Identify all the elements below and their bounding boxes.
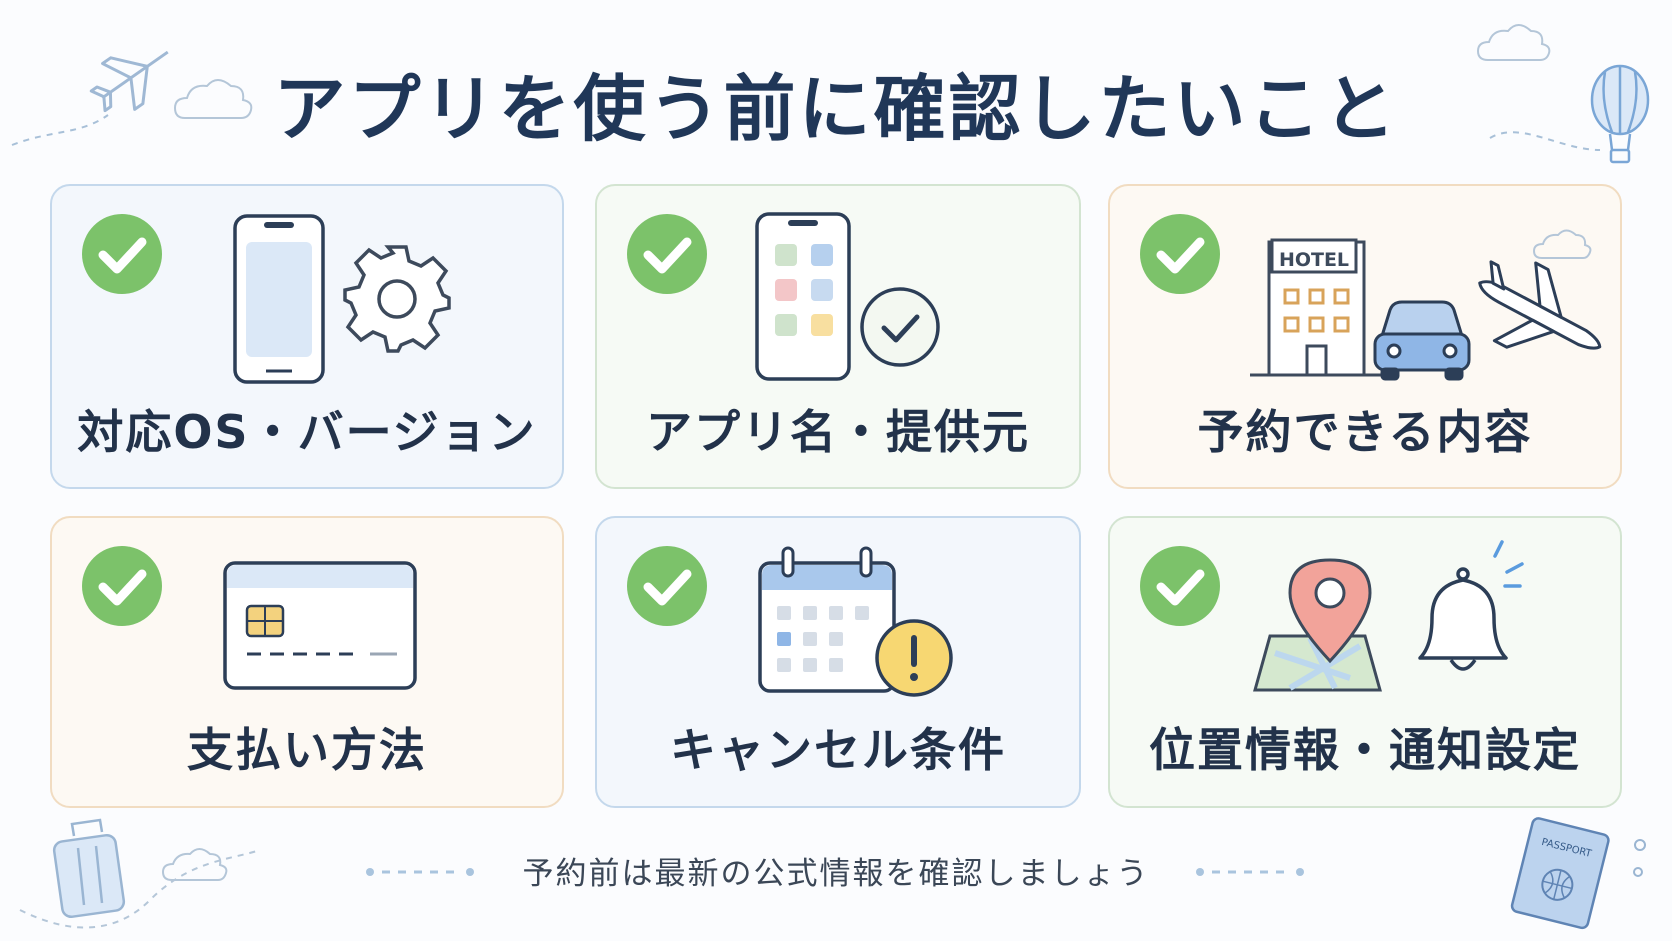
card-label: 位置情報・通知設定 bbox=[1149, 723, 1581, 777]
bell-icon bbox=[1418, 540, 1524, 671]
car-icon bbox=[1373, 300, 1471, 381]
credit-card-icon bbox=[223, 561, 417, 690]
flight-trail-deco bbox=[1489, 131, 1601, 151]
passport-deco-icon: PASSPORT bbox=[1510, 817, 1610, 930]
airplane-deco-icon bbox=[89, 50, 169, 113]
hotel-icon: HOTEL bbox=[1250, 238, 1383, 377]
airplane-icon bbox=[1478, 260, 1602, 350]
card-app-provider-illustration bbox=[627, 212, 940, 381]
card-os-version: 対応OS・バージョン bbox=[50, 184, 564, 489]
card-label: 支払い方法 bbox=[187, 723, 427, 777]
cloud-deco-icon bbox=[1532, 229, 1592, 259]
card-bookable-content-illustration: HOTEL bbox=[1140, 214, 1602, 381]
cloud-deco-icon bbox=[1476, 24, 1551, 61]
card-label: キャンセル条件 bbox=[670, 723, 1006, 777]
check-icon bbox=[627, 214, 707, 294]
card-app-provider: アプリ名・提供元 bbox=[595, 184, 1081, 489]
cloud-deco-icon bbox=[173, 79, 253, 119]
card-cancellation: キャンセル条件 bbox=[595, 516, 1081, 808]
flight-trail-deco bbox=[11, 114, 109, 146]
trail-deco bbox=[19, 849, 261, 929]
card-label: 対応OS・バージョン bbox=[77, 405, 537, 459]
check-icon bbox=[1140, 546, 1220, 626]
card-payment-method-illustration bbox=[82, 546, 417, 690]
card-label: 予約できる内容 bbox=[1197, 405, 1533, 459]
warning-icon bbox=[875, 619, 953, 697]
cloud-deco-icon bbox=[161, 848, 228, 881]
hot-air-balloon-deco-icon bbox=[1590, 64, 1650, 164]
card-location-notifications-illustration bbox=[1140, 540, 1524, 692]
app-grid-phone-icon bbox=[755, 212, 851, 381]
card-bookable-content: HOTEL bbox=[1108, 184, 1622, 489]
calendar-icon bbox=[758, 546, 896, 693]
check-icon bbox=[82, 214, 162, 294]
card-label: アプリ名・提供元 bbox=[646, 405, 1030, 459]
verified-check-icon bbox=[860, 287, 940, 367]
suitcase-deco-icon bbox=[52, 818, 126, 919]
check-icon bbox=[1140, 214, 1220, 294]
card-location-notifications: 位置情報・通知設定 bbox=[1108, 516, 1622, 808]
footer-note: 予約前は最新の公式情報を確認しましょう bbox=[522, 856, 1150, 892]
check-icon bbox=[627, 546, 707, 626]
gear-icon bbox=[343, 245, 451, 353]
map-pin-icon bbox=[1253, 558, 1382, 692]
page-title: アプリを使う前に確認したいこと bbox=[273, 67, 1399, 151]
check-icon bbox=[82, 546, 162, 626]
svg-text:HOTEL: HOTEL bbox=[1279, 249, 1349, 271]
card-payment-method: 支払い方法 bbox=[50, 516, 564, 808]
card-cancellation-illustration bbox=[627, 546, 953, 697]
card-os-version-illustration bbox=[82, 214, 451, 384]
smartphone-icon bbox=[233, 214, 325, 384]
